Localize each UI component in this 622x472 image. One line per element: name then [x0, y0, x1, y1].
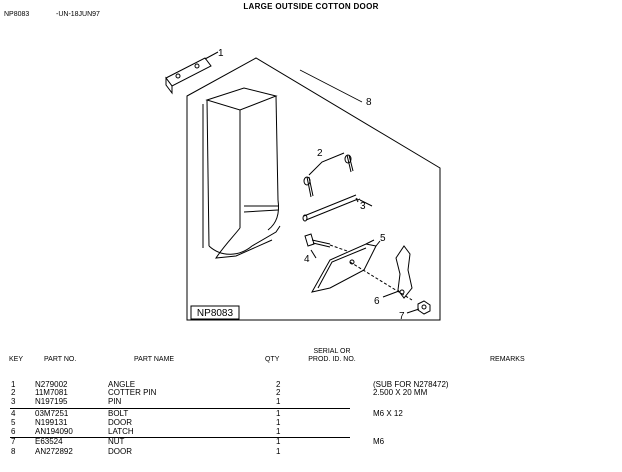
row-qty: 2 [276, 388, 281, 397]
callout-6: 6 [374, 296, 380, 307]
row-qty: 1 [276, 427, 281, 436]
table-row: 8 AN272892 DOOR 1 [0, 448, 622, 456]
row-key: 6 [11, 427, 16, 436]
catalog-code: NP8083 [4, 11, 30, 18]
table-row: 1 N279002 ANGLE 2 (SUB FOR N278472) [0, 381, 622, 389]
row-remarks: (SUB FOR N278472) [373, 380, 449, 389]
row-part-no: N197195 [35, 397, 68, 406]
row-key: 4 [11, 409, 16, 418]
callout-7: 7 [399, 311, 405, 322]
figure-label: NP8083 [197, 308, 234, 319]
row-key: 3 [11, 397, 16, 406]
col-header-part-no: PART NO. [44, 356, 77, 363]
row-part-name: NUT [108, 437, 125, 446]
row-part-no: AN194090 [35, 427, 73, 436]
callout-4: 4 [304, 254, 310, 265]
col-header-serial-2: PROD. ID. NO. [308, 356, 356, 363]
row-part-name: BOLT [108, 409, 129, 418]
latch-shape [349, 245, 413, 301]
small-door-shape [311, 240, 381, 293]
row-remarks: 2.500 X 20 MM [373, 388, 428, 397]
chute-shape [202, 87, 281, 259]
row-qty: 1 [276, 437, 281, 446]
bolt-shape [304, 233, 351, 253]
row-part-name: LATCH [108, 427, 134, 436]
row-key: 5 [11, 418, 16, 427]
row-part-no: N199131 [35, 418, 68, 427]
row-part-no: AN272892 [35, 447, 73, 456]
row-qty: 1 [276, 409, 281, 418]
page-title: LARGE OUTSIDE COTTON DOOR [243, 2, 379, 11]
row-remarks: M6 [373, 437, 385, 446]
callout-1: 1 [218, 48, 224, 59]
col-header-qty: QTY [265, 356, 280, 363]
callout-5: 5 [380, 233, 386, 244]
row-part-name: COTTER PIN [108, 388, 157, 397]
table-row: 4 03M7251 BOLT 1 M6 X 12 [0, 410, 622, 418]
row-qty: 1 [276, 418, 281, 427]
row-qty: 2 [276, 380, 281, 389]
row-part-no: 03M7251 [35, 409, 69, 418]
col-header-serial-1: SERIAL OR [313, 348, 351, 355]
row-key: 2 [11, 388, 16, 397]
figure-label-box [190, 305, 240, 320]
row-part-no: 11M7081 [35, 388, 68, 397]
col-header-key: KEY [9, 356, 24, 363]
row-part-no: E63524 [35, 437, 63, 446]
row-key: 7 [11, 437, 16, 446]
row-key: 1 [11, 380, 16, 389]
row-qty: 1 [276, 447, 281, 456]
row-group-divider [10, 408, 350, 409]
row-part-name: PIN [108, 397, 122, 406]
table-row: 5 N199131 DOOR 1 [0, 419, 622, 427]
row-part-name: DOOR [108, 447, 132, 456]
callout-3: 3 [360, 201, 366, 212]
table-row: 3 N197195 PIN 1 [0, 398, 622, 406]
row-part-no: N279002 [35, 380, 68, 389]
callout-2: 2 [317, 148, 323, 159]
row-remarks: M6 X 12 [373, 409, 403, 418]
door-panel-outline [186, 57, 441, 321]
table-row: 6 AN194090 LATCH 1 [0, 428, 622, 436]
row-group-divider [10, 437, 350, 438]
row-part-name: ANGLE [108, 380, 136, 389]
row-qty: 1 [276, 397, 281, 406]
col-header-part-name: PART NAME [134, 356, 175, 363]
angle-bracket-shape [165, 57, 212, 95]
row-part-name: DOOR [108, 418, 132, 427]
cotter-pin-shapes [303, 152, 354, 198]
pin-shape [302, 194, 373, 222]
revision-date: -UN-18JUN97 [56, 11, 100, 18]
row-key: 8 [11, 447, 16, 456]
table-row: 7 E63524 NUT 1 M6 [0, 438, 622, 446]
exploded-parts-diagram: NP8083 1 2 3 4 5 6 7 8 [165, 48, 441, 322]
nut-shape [417, 300, 431, 315]
table-row: 2 11M7081 COTTER PIN 2 2.500 X 20 MM [0, 389, 622, 397]
col-header-remarks: REMARKS [490, 356, 525, 363]
callout-8: 8 [366, 97, 372, 108]
